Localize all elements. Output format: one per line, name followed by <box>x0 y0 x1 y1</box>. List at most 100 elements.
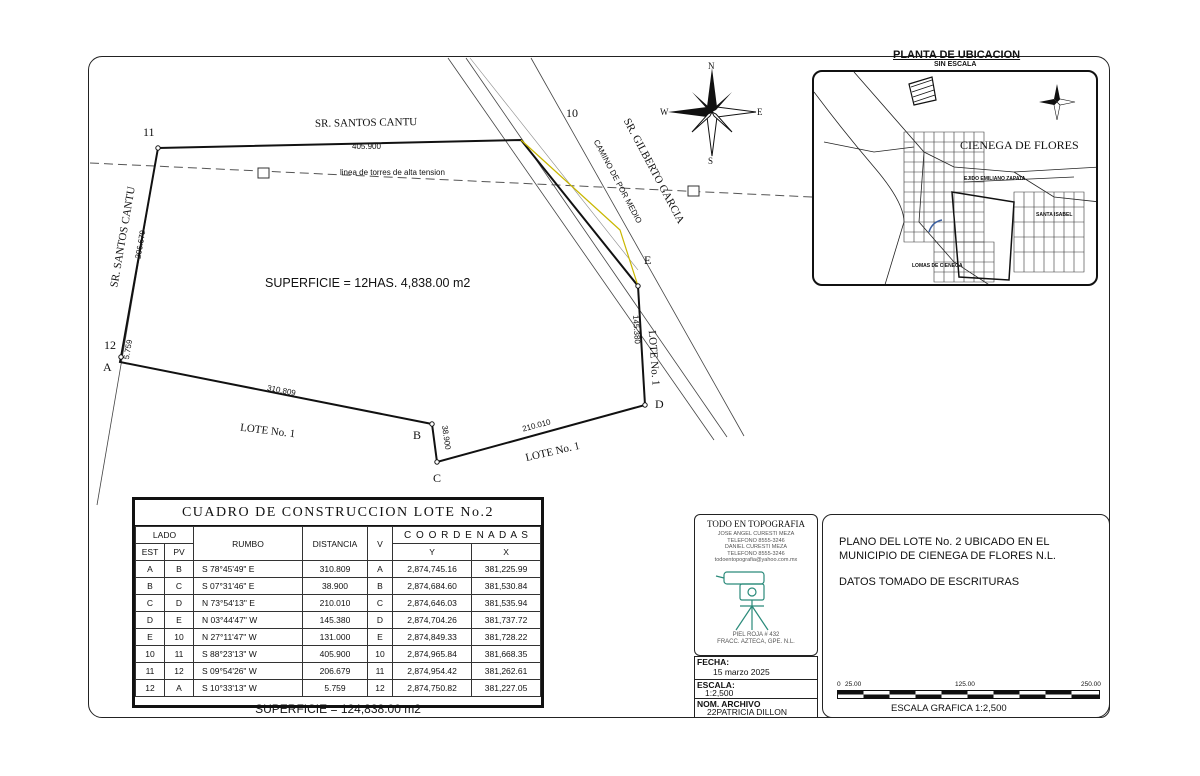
title-line: PLANO DEL LOTE No. 2 UBICADO EN EL <box>839 536 1050 548</box>
location-map: CIENEGA DE FLORES LOMAS DE CIENEGA EJIDO… <box>812 70 1098 286</box>
escala-label: ESCALA: <box>697 680 735 690</box>
table-cell: 2,874,954.42 <box>391 662 473 680</box>
table-cell: 381,668.35 <box>471 645 541 663</box>
table-cell: 2,874,745.16 <box>391 560 473 578</box>
fecha-label: FECHA: <box>697 657 730 667</box>
table-cell: C <box>164 577 194 595</box>
location-map-subtitle: SIN ESCALA <box>934 61 977 68</box>
graphic-scale-bar <box>837 690 1100 699</box>
company-name: TODO EN TOPOGRAFIA <box>706 519 805 529</box>
company-email: todoentopografia@yahoo.com.mx <box>714 557 798 563</box>
scale-tick-250: 250.00 <box>1081 681 1101 688</box>
compass-east-label: E <box>757 107 763 117</box>
table-cell: 11 <box>367 662 393 680</box>
header-lado: LADO <box>135 526 194 544</box>
location-map-label: LOMAS DE CIENEGA <box>912 263 963 269</box>
powerline-label: linea de torres de alta tension <box>340 168 445 177</box>
vertex-label-c: C <box>433 471 442 485</box>
location-map-label: EJIDO EMILIANO ZAPATA <box>964 176 1026 182</box>
vertex-label-d: D <box>655 397 664 411</box>
company-address: FRACC. AZTECA, GPE. N.L. <box>717 638 795 645</box>
table-cell: 10 <box>367 645 393 663</box>
title-block: PLANO DEL LOTE No. 2 UBICADO EN EL MUNIC… <box>822 514 1110 718</box>
vertex-label-b: B <box>413 428 422 442</box>
header-x: X <box>471 543 541 561</box>
archivo-value: 22PATRICIA DILLON <box>707 707 787 717</box>
table-cell: 2,874,849.33 <box>391 628 473 646</box>
table-cell: 10 <box>164 628 194 646</box>
table-cell: 2,874,750.82 <box>391 679 473 697</box>
table-cell: A <box>367 560 393 578</box>
table-cell: E <box>135 628 165 646</box>
header-pv: PV <box>164 543 194 561</box>
scale-tick-125: 125.00 <box>955 681 975 688</box>
table-cell: 381,227.05 <box>471 679 541 697</box>
table-cell: N 73°54'13" E <box>193 594 303 612</box>
company-person: JOSE ANGEL CURESTI MEZA <box>717 531 795 537</box>
table-cell: 5.759 <box>302 679 368 697</box>
header-v: V <box>367 526 393 561</box>
dim-d-e: 145.380 <box>630 314 642 345</box>
table-cell: 381,535.94 <box>471 594 541 612</box>
table-cell: C <box>135 594 165 612</box>
table-cell: 131.000 <box>302 628 368 646</box>
vertex-label-10: 10 <box>566 106 578 120</box>
table-total-area: SUPERFICIE = 124,838.00 m2 <box>255 702 421 716</box>
construction-table: CUADRO DE CONSTRUCCION LOTE No.2 LADO RU… <box>132 497 544 716</box>
header-y: Y <box>391 543 473 561</box>
table-cell: D <box>367 611 393 629</box>
table-cell: 381,530.84 <box>471 577 541 595</box>
location-map-label: SANTA ISABEL <box>1036 212 1073 218</box>
header-distancia: DISTANCIA <box>302 526 368 561</box>
header-coordenadas: C O O R D E N A D A S <box>392 526 541 544</box>
archivo-label: NOM. ARCHIVO <box>697 699 761 709</box>
table-cell: B <box>135 577 165 595</box>
table-cell: 381,728.22 <box>471 628 541 646</box>
company-logo-block: TODO EN TOPOGRAFIA JOSE ANGEL CURESTI ME… <box>694 514 818 656</box>
table-cell: D <box>135 611 165 629</box>
power-tower-symbol <box>257 167 270 179</box>
vertex-label-e: E <box>644 253 652 267</box>
table-cell: 210.010 <box>302 594 368 612</box>
power-line <box>89 162 813 198</box>
table-cell: 381,262.61 <box>471 662 541 680</box>
table-cell: A <box>135 560 165 578</box>
table-cell: 2,874,684.60 <box>391 577 473 595</box>
location-north-arrow-icon <box>1039 84 1076 121</box>
header-rumbo: RUMBO <box>193 526 303 561</box>
table-cell: N 27°11'47" W <box>193 628 303 646</box>
road-center-line <box>469 57 639 271</box>
company-phone: TELEFONO 8555-3246 <box>727 550 785 557</box>
north-arrow-icon <box>668 68 757 157</box>
table-cell: E <box>367 628 393 646</box>
table-cell: 381,737.72 <box>471 611 541 629</box>
location-map-drawing <box>814 72 1096 284</box>
table-cell: 405.900 <box>302 645 368 663</box>
table-cell: 2,874,704.26 <box>391 611 473 629</box>
theodolite-icon <box>715 570 769 630</box>
table-cell: S 07°31'46" E <box>193 577 303 595</box>
company-address: PIEL ROJA # 432 <box>732 631 780 638</box>
table-cell: E <box>164 611 194 629</box>
table-cell: 10 <box>135 645 165 663</box>
fecha-value: 15 marzo 2025 <box>713 667 770 677</box>
drawing-frame <box>88 56 1110 718</box>
table-cell: 12 <box>367 679 393 697</box>
table-cell: 38.900 <box>302 577 368 595</box>
table-cell: 2,874,965.84 <box>391 645 473 663</box>
scale-tick-0: 0 <box>837 681 841 688</box>
road-edge-line <box>447 57 715 441</box>
table-cell: S 10°33'13" W <box>193 679 303 697</box>
location-map-town: CIENEGA DE FLORES <box>960 138 1079 152</box>
header-est: EST <box>135 543 165 561</box>
table-cell: D <box>164 594 194 612</box>
construction-table-grid: LADO RUMBO DISTANCIA V C O O R D E N A D… <box>135 526 541 697</box>
table-cell: 310.809 <box>302 560 368 578</box>
title-line: DATOS TOMADO DE ESCRITURAS <box>839 576 1020 588</box>
road-edge-line <box>530 57 745 437</box>
